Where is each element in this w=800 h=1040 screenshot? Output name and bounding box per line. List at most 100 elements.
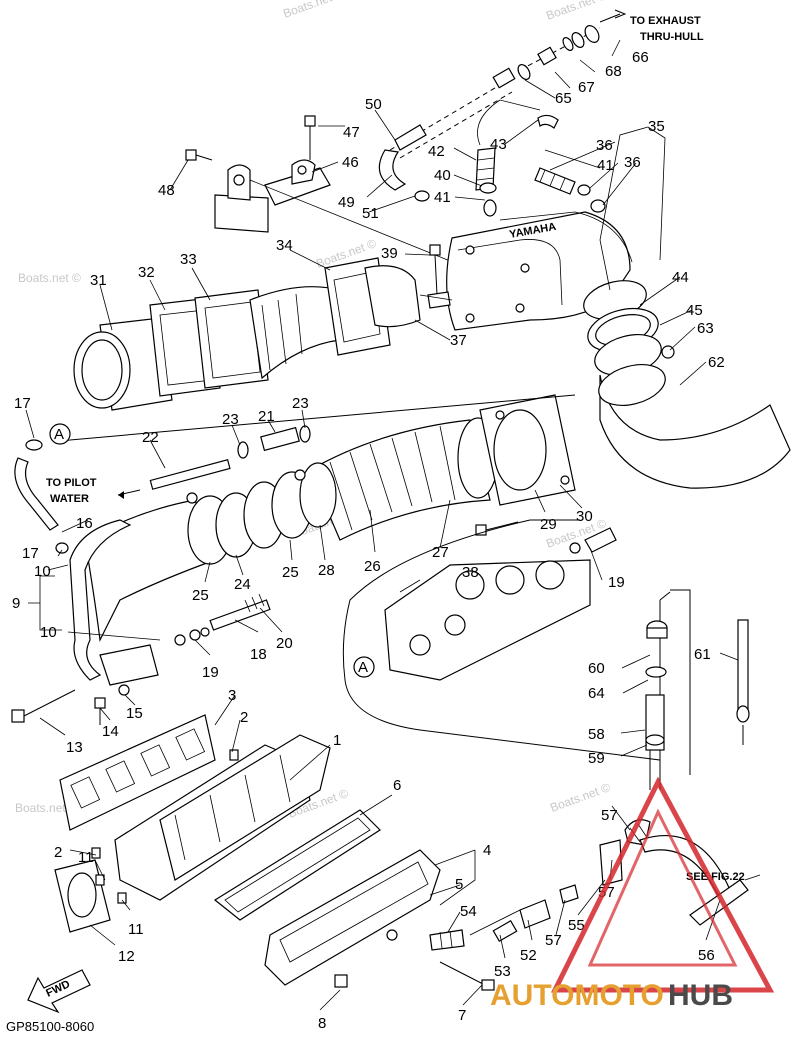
part-number-label: 19 xyxy=(202,664,219,681)
part-number-label: 54 xyxy=(460,903,477,920)
part-number-label: 53 xyxy=(494,963,511,980)
part-number-label: 63 xyxy=(697,320,714,337)
diagram-code: GP85100-8060 xyxy=(6,1019,94,1034)
part-number-label: 23 xyxy=(292,395,309,412)
part-number-label: 45 xyxy=(686,302,703,319)
part-number-label: 34 xyxy=(276,237,293,254)
part-number-label: 5 xyxy=(455,876,463,893)
part-number-label: 17 xyxy=(14,395,31,412)
ref-a-label: A xyxy=(358,659,368,676)
reference-markers: A A xyxy=(49,423,375,678)
part-number-label: 23 xyxy=(222,411,239,428)
see-fig-note: SEE FIG.22 xyxy=(686,871,745,883)
fwd-arrow: FWD xyxy=(27,969,91,1014)
part-number-label: 62 xyxy=(708,354,725,371)
part-number-label: 42 xyxy=(428,143,445,160)
part-number-label: 21 xyxy=(258,408,275,425)
part-number-label: 47 xyxy=(343,124,360,141)
part-number-label: 28 xyxy=(318,562,335,579)
part-number-label: 43 xyxy=(490,136,507,153)
part-number-label: 49 xyxy=(338,194,355,211)
part-number-label: 60 xyxy=(588,660,605,677)
part-number-label: 12 xyxy=(118,948,135,965)
part-number-label: 3 xyxy=(228,687,236,704)
upper-hose-assembly xyxy=(378,9,627,217)
part-number-label: 65 xyxy=(555,90,572,107)
ref-a-label: A xyxy=(54,426,64,443)
water-lock-assembly xyxy=(11,394,661,761)
logo-text-automoto: AUTOMOTO xyxy=(490,979,664,1012)
part-number-label: 41 xyxy=(597,157,614,174)
part-number-label: 13 xyxy=(66,739,83,756)
logo-text-hub: HUB xyxy=(668,979,733,1012)
part-number-label: 64 xyxy=(588,685,605,702)
part-number-label: 38 xyxy=(462,564,479,581)
part-number-label: 66 xyxy=(632,49,649,66)
part-number-label: 68 xyxy=(605,63,622,80)
part-number-label: 27 xyxy=(432,544,449,561)
part-number-label: 52 xyxy=(520,947,537,964)
part-number-label: 56 xyxy=(698,947,715,964)
part-number-label: 10 xyxy=(34,563,51,580)
part-number-label: 19 xyxy=(608,574,625,591)
exhaust-manifold-upper xyxy=(73,257,453,411)
pilot-note-line2: WATER xyxy=(50,493,89,505)
part-number-label: 9 xyxy=(12,595,20,612)
part-number-label: 25 xyxy=(192,587,209,604)
exhaust-note-line2: THRU-HULL xyxy=(640,31,704,43)
part-number-label: 24 xyxy=(234,576,251,593)
part-number-label: 32 xyxy=(138,264,155,281)
part-number-label: 26 xyxy=(364,558,381,575)
part-number-label: 18 xyxy=(250,646,267,663)
part-number-label: 30 xyxy=(576,508,593,525)
part-number-label: 46 xyxy=(342,154,359,171)
part-number-label: 36 xyxy=(596,137,613,154)
part-number-label: 51 xyxy=(362,205,379,222)
part-number-label: 29 xyxy=(540,516,557,533)
notes: TO EXHAUST THRU-HULL TO PILOT WATER SEE … xyxy=(46,15,745,883)
fittings-right-lower xyxy=(469,589,761,936)
part-number-label: 57 xyxy=(601,807,618,824)
part-number-label: 11 xyxy=(128,921,144,938)
watermark-text: Boats.net © xyxy=(15,801,78,815)
cylinder-block xyxy=(384,559,591,681)
watermark-text: Boats.net © xyxy=(544,0,608,23)
part-number-label: 14 xyxy=(102,723,119,740)
part-number-label: 25 xyxy=(282,564,299,581)
part-number-label: 35 xyxy=(648,118,665,135)
part-number-label: 4 xyxy=(483,842,491,859)
part-number-label: 11 xyxy=(78,849,94,866)
part-number-label: 7 xyxy=(458,1007,466,1024)
pilot-note-line1: TO PILOT xyxy=(46,477,97,489)
part-number-label: 22 xyxy=(142,429,159,446)
part-number-label: 2 xyxy=(240,709,248,726)
part-number-label: 36 xyxy=(624,154,641,171)
part-number-label: 55 xyxy=(568,917,585,934)
leader-lines xyxy=(25,39,739,1011)
part-number-callouts: 1 2 2 3 4 5 6 7 8 9 10 10 11 11 12 13 14… xyxy=(12,49,725,1032)
part-number-label: 39 xyxy=(381,245,398,262)
part-number-label: 2 xyxy=(54,844,62,861)
part-number-label: 58 xyxy=(588,726,605,743)
mounting-bracket xyxy=(185,115,461,266)
part-number-label: 57 xyxy=(545,932,562,949)
exhaust-pipe-middle xyxy=(309,394,576,541)
part-number-label: 67 xyxy=(578,79,595,96)
part-number-label: 48 xyxy=(158,182,175,199)
part-number-label: 8 xyxy=(318,1015,326,1032)
exhaust-note-line1: TO EXHAUST xyxy=(630,15,701,27)
part-number-label: 15 xyxy=(126,705,143,722)
part-number-label: 59 xyxy=(588,750,605,767)
watermark-text: Boats.net © xyxy=(18,271,81,285)
part-number-label: 41 xyxy=(434,189,451,206)
part-number-label: 10 xyxy=(40,624,57,641)
part-number-label: 61 xyxy=(694,646,711,663)
part-number-label: 6 xyxy=(393,777,401,794)
exhaust-manifold-lower xyxy=(54,714,518,991)
part-number-label: 40 xyxy=(434,167,451,184)
part-number-label: 17 xyxy=(22,545,39,562)
part-number-label: 1 xyxy=(333,732,341,749)
part-number-label: 44 xyxy=(672,269,689,286)
part-number-label: 50 xyxy=(365,96,382,113)
